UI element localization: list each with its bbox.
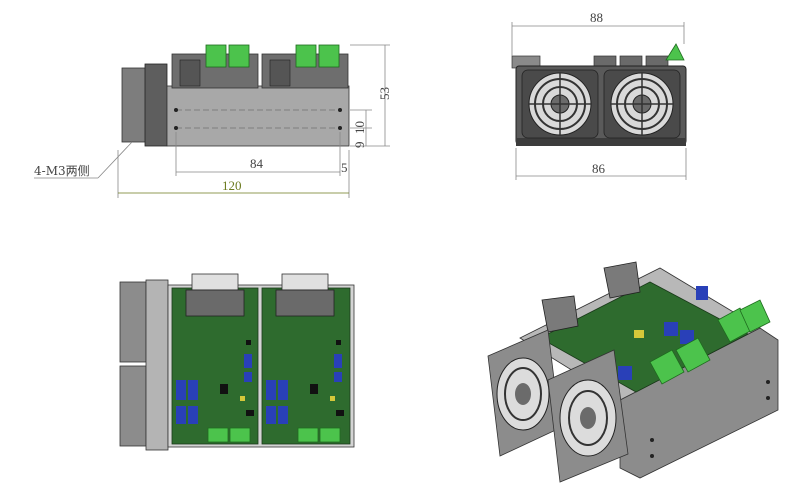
front-terminal-green [665, 43, 685, 61]
iso-fan-left [487, 329, 561, 457]
dim-hole-spacing: 84 [250, 156, 264, 171]
db-connector [185, 289, 245, 317]
top-pcb-right [261, 273, 351, 445]
dim-total-length: 120 [222, 178, 242, 193]
dim-edge-offset: 5 [341, 160, 348, 175]
side-fan-housing [121, 67, 149, 143]
dim-height: 53 [377, 87, 392, 100]
top-view [119, 273, 355, 451]
side-terminal-green [205, 44, 227, 68]
dim-hole-vertical-1: 9 [352, 142, 367, 149]
mount-hole [174, 108, 178, 112]
front-fan-left [521, 69, 599, 139]
side-main-body [166, 85, 350, 147]
front-fan-right [603, 69, 681, 139]
isometric-view [487, 261, 779, 483]
callout-mount-holes: 4-M3两侧 [34, 164, 90, 178]
dim-front-bottom-width: 86 [592, 161, 606, 176]
dim-front-top-width: 88 [590, 10, 603, 25]
side-view: 120 84 5 53 9 10 4-M3两侧 [34, 44, 392, 198]
top-pcb-left [171, 273, 259, 445]
dim-hole-vertical-2: 10 [352, 121, 367, 134]
iso-fan-right [547, 349, 629, 483]
front-view: 88 86 [511, 10, 687, 180]
